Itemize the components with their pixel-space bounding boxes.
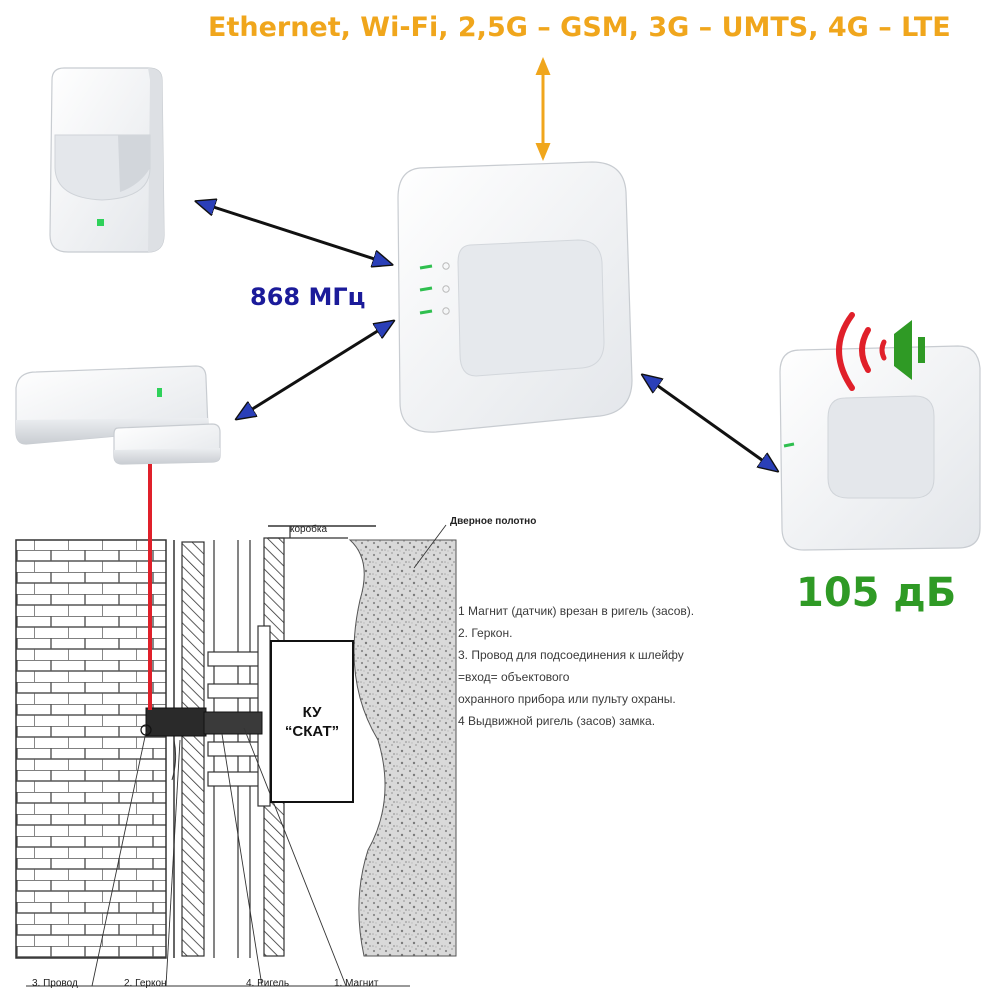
door-sensor-device [15, 365, 221, 465]
hub-device [397, 161, 633, 433]
brick-wall [15, 539, 167, 959]
link-arrow-siren [644, 376, 776, 470]
speaker-icon [894, 320, 925, 380]
note-item: 2. Геркон. [458, 626, 513, 640]
link-arrow-motion [198, 202, 390, 264]
motion-sensor-device [49, 67, 165, 253]
control-unit-model: “СКАТ” [284, 722, 340, 740]
reed-switch [145, 707, 207, 737]
reed-label: 2. Геркон [124, 978, 167, 989]
frequency-label: 868 МГц [250, 283, 366, 311]
siren-volume-label: 105 дБ [796, 570, 957, 616]
magnet-label: 1. Магнит [334, 978, 379, 989]
control-unit-box: КУ “СКАТ” [270, 640, 354, 803]
door-leaf [348, 539, 457, 957]
note-item: охранного прибора или пульту охраны. [458, 692, 676, 706]
legend-notes: 1 Магнит (датчик) врезан в ригель (засов… [458, 600, 728, 732]
note-item: 1 Магнит (датчик) врезан в ригель (засов… [458, 604, 695, 618]
note-item: =вход= объектового [458, 670, 570, 684]
note-item: 4 Выдвижной ригель (засов) замка. [458, 714, 656, 728]
box-label: коробка [290, 524, 328, 535]
note-item: 3. Провод для подсоединения к шлейфу [458, 648, 684, 662]
wire-label: 3. Провод [32, 978, 78, 989]
connectivity-label: Ethernet, Wi-Fi, 2,5G – GSM, 3G – UMTS, … [208, 12, 951, 43]
door-frame-hatch-left [181, 541, 205, 957]
control-unit-title: КУ [302, 703, 322, 721]
siren-device [779, 312, 981, 551]
bolt-label: 4. Ригель [246, 978, 290, 989]
door-leaf-label: Дверное полотно [450, 516, 537, 527]
sound-wave-icon [836, 312, 887, 391]
link-arrow-door [238, 322, 392, 418]
magnet-bolt [203, 711, 263, 735]
